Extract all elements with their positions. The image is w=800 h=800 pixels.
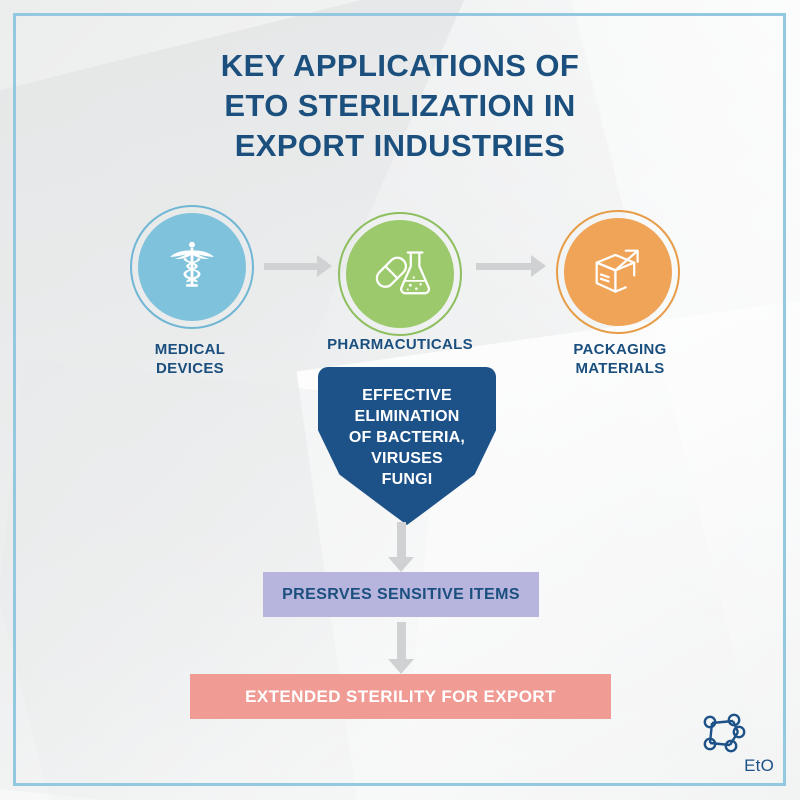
shield-line-2: ELIMINATION	[354, 408, 460, 425]
arrow-shield-to-preserve	[388, 522, 414, 572]
pill-flask-icon	[375, 251, 431, 295]
arrow-preserve-to-extended	[388, 622, 414, 674]
arrow-shaft	[476, 262, 531, 270]
circle-ring	[556, 210, 680, 334]
shield-line-3: OF BACTERIA,	[348, 429, 466, 446]
caduceus-icon	[170, 241, 214, 287]
circle-fill	[564, 218, 672, 326]
label-line-2: DEVICES	[156, 360, 224, 377]
circle-fill	[346, 220, 454, 328]
shield-text: EFFECTIVE ELIMINATION OF BACTERIA, VIRUS…	[318, 385, 496, 490]
package-box-icon	[595, 249, 639, 293]
label-line-1: PACKAGING	[573, 341, 667, 358]
label-line-1: PHARMACUTICALS	[327, 336, 473, 353]
title-line-3: EXPORT INDUSTRIES	[234, 128, 566, 163]
label-line-2: MATERIALS	[575, 360, 665, 377]
circle-medical-devices[interactable]	[130, 205, 254, 329]
arrow-head	[388, 659, 414, 674]
circle-pharmaceuticals[interactable]	[338, 212, 462, 336]
title-line-2: ETO STERILIZATION IN	[224, 88, 576, 123]
shield-badge: EFFECTIVE ELIMINATION OF BACTERIA, VIRUS…	[318, 367, 496, 525]
arrow-medical-to-pharma	[264, 255, 332, 277]
arrow-head	[317, 255, 332, 277]
circle-label-medical-devices: MEDICAL DEVICES	[80, 340, 300, 378]
page-title: KEY APPLICATIONS OF ETO STERILIZATION IN…	[0, 46, 800, 166]
circle-ring	[338, 212, 462, 336]
eto-logo[interactable]: EtO	[700, 712, 776, 775]
arrow-head	[388, 557, 414, 572]
circle-packaging-materials[interactable]	[556, 210, 680, 334]
title-line-1: KEY APPLICATIONS OF	[220, 48, 580, 83]
molecule-icon	[703, 713, 746, 753]
shield-line-1: EFFECTIVE	[362, 387, 452, 404]
arrow-pharma-to-packaging	[476, 255, 546, 277]
circle-ring	[130, 205, 254, 329]
label-line-1: MEDICAL	[154, 341, 226, 358]
arrow-head	[531, 255, 546, 277]
arrow-shaft	[264, 262, 317, 270]
logo-text: EtO	[744, 756, 774, 775]
bar-extended-sterility-for-export: EXTENDED STERILITY FOR EXPORT	[190, 674, 611, 719]
circle-label-packaging-materials: PACKAGING MATERIALS	[510, 340, 730, 378]
circle-label-pharmaceuticals: PHARMACUTICALS	[290, 335, 510, 354]
arrow-shaft	[396, 522, 406, 557]
shield-line-4: VIRUSES	[371, 450, 443, 467]
shield-line-5: FUNGI	[381, 471, 433, 488]
bar-preserves-sensitive-items: PRESRVES SENSITIVE ITEMS	[263, 572, 539, 617]
circle-fill	[138, 213, 246, 321]
arrow-shaft	[396, 622, 406, 659]
